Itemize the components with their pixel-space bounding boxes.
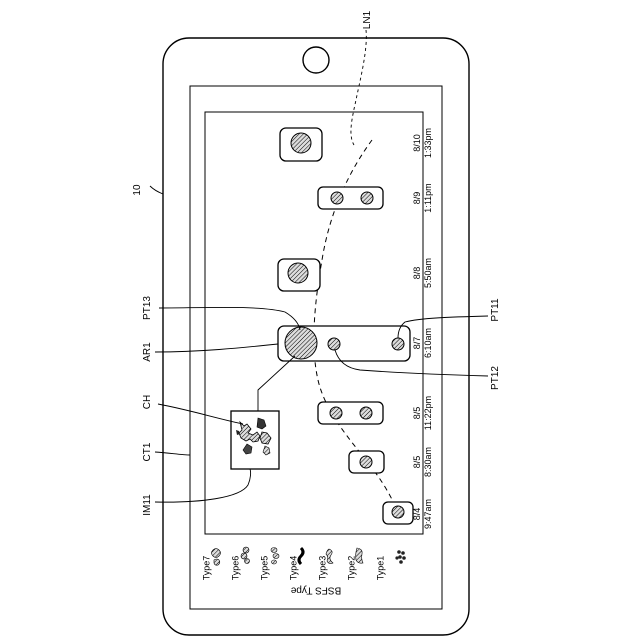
svg-text:Type7: Type7 — [201, 556, 211, 581]
event-marker-8-5-pm[interactable] — [318, 402, 383, 424]
timestamp-8-8: 8/8 5:50am — [412, 258, 433, 288]
bsfs-legend: BSFS Type Type7 Type6 Type5 Type4 Type3 … — [201, 547, 405, 595]
event-marker-8-7-selected[interactable] — [278, 326, 410, 361]
type7-icon — [212, 549, 221, 566]
svg-text:1:33pm: 1:33pm — [423, 128, 433, 158]
svg-text:9:47am: 9:47am — [423, 499, 433, 529]
leader-ct1 — [155, 452, 190, 455]
event-marker-8-9[interactable] — [318, 187, 383, 209]
type5-icon — [271, 548, 279, 565]
timestamp-8-4: 8/4 9:47am — [412, 499, 433, 529]
camera-icon — [303, 47, 329, 73]
leader-pt13 — [159, 307, 300, 330]
svg-text:8/5: 8/5 — [412, 407, 422, 420]
leader-pt11 — [398, 316, 488, 338]
svg-text:Type1: Type1 — [375, 556, 385, 581]
svg-text:1:11pm: 1:11pm — [423, 183, 433, 212]
svg-text:8/7: 8/7 — [412, 337, 422, 350]
label-ct1: CT1 — [142, 442, 153, 461]
leader-device — [150, 186, 163, 194]
svg-text:8:30am: 8:30am — [423, 447, 433, 477]
svg-text:Type4: Type4 — [288, 556, 298, 581]
legend-type3[interactable]: Type3 — [317, 549, 333, 580]
label-pt13: PT13 — [142, 296, 153, 320]
content-area — [205, 112, 423, 534]
svg-text:Type3: Type3 — [317, 556, 327, 581]
svg-text:8/8: 8/8 — [412, 267, 422, 280]
legend-type5[interactable]: Type5 — [259, 548, 279, 581]
leader-im11 — [155, 469, 251, 502]
label-device: 10 — [132, 184, 143, 196]
pt12-marker[interactable] — [328, 338, 340, 350]
legend-type2[interactable]: Type2 — [346, 548, 363, 580]
svg-text:Type2: Type2 — [346, 556, 356, 581]
timestamp-8-5-am: 8/5 8:30am — [412, 447, 433, 477]
label-im11: IM11 — [142, 494, 153, 516]
svg-text:Type5: Type5 — [259, 556, 269, 581]
label-pt12: PT12 — [490, 366, 501, 390]
label-ch: CH — [142, 395, 153, 409]
event-marker-8-10[interactable] — [280, 128, 322, 161]
legend-type7[interactable]: Type7 — [201, 549, 220, 581]
svg-text:Type6: Type6 — [230, 556, 240, 581]
legend-title: BSFS Type — [290, 584, 341, 595]
svg-text:8/5: 8/5 — [412, 456, 422, 469]
timestamp-8-10: 8/10 1:33pm — [412, 128, 433, 158]
label-ar1: AR1 — [142, 342, 153, 362]
timestamp-8-9: 8/9 1:11pm — [412, 183, 433, 212]
leader-ch — [158, 404, 243, 424]
stool-image-im11[interactable] — [231, 411, 279, 469]
type2-icon — [356, 548, 363, 563]
timestamp-8-7: 8/7 6:10am — [412, 328, 433, 358]
legend-type4[interactable]: Type4 — [288, 548, 303, 580]
label-ln1: LN1 — [362, 10, 373, 29]
svg-text:6:10am: 6:10am — [423, 328, 433, 358]
legend-type1[interactable]: Type1 — [375, 550, 405, 580]
event-marker-8-4[interactable] — [383, 502, 413, 524]
svg-text:11:22pm: 11:22pm — [423, 396, 433, 430]
type1-icon — [395, 550, 405, 564]
leader-ar1 — [155, 344, 278, 352]
type6-icon — [241, 547, 250, 564]
pt13-marker[interactable] — [285, 327, 317, 359]
label-pt11: PT11 — [490, 298, 501, 322]
event-marker-8-5-am[interactable] — [349, 451, 384, 473]
timestamp-8-5-pm: 8/5 11:22pm — [412, 396, 433, 430]
event-marker-8-8[interactable] — [278, 259, 320, 291]
svg-text:8/9: 8/9 — [412, 192, 422, 205]
callout-connector — [258, 356, 295, 411]
svg-text:8/4: 8/4 — [412, 508, 422, 521]
type4-icon — [299, 548, 303, 564]
pt11-marker[interactable] — [392, 338, 404, 350]
svg-text:5:50am: 5:50am — [423, 258, 433, 288]
leader-ln1 — [351, 30, 366, 145]
legend-type6[interactable]: Type6 — [230, 547, 249, 580]
svg-text:8/10: 8/10 — [412, 134, 422, 152]
